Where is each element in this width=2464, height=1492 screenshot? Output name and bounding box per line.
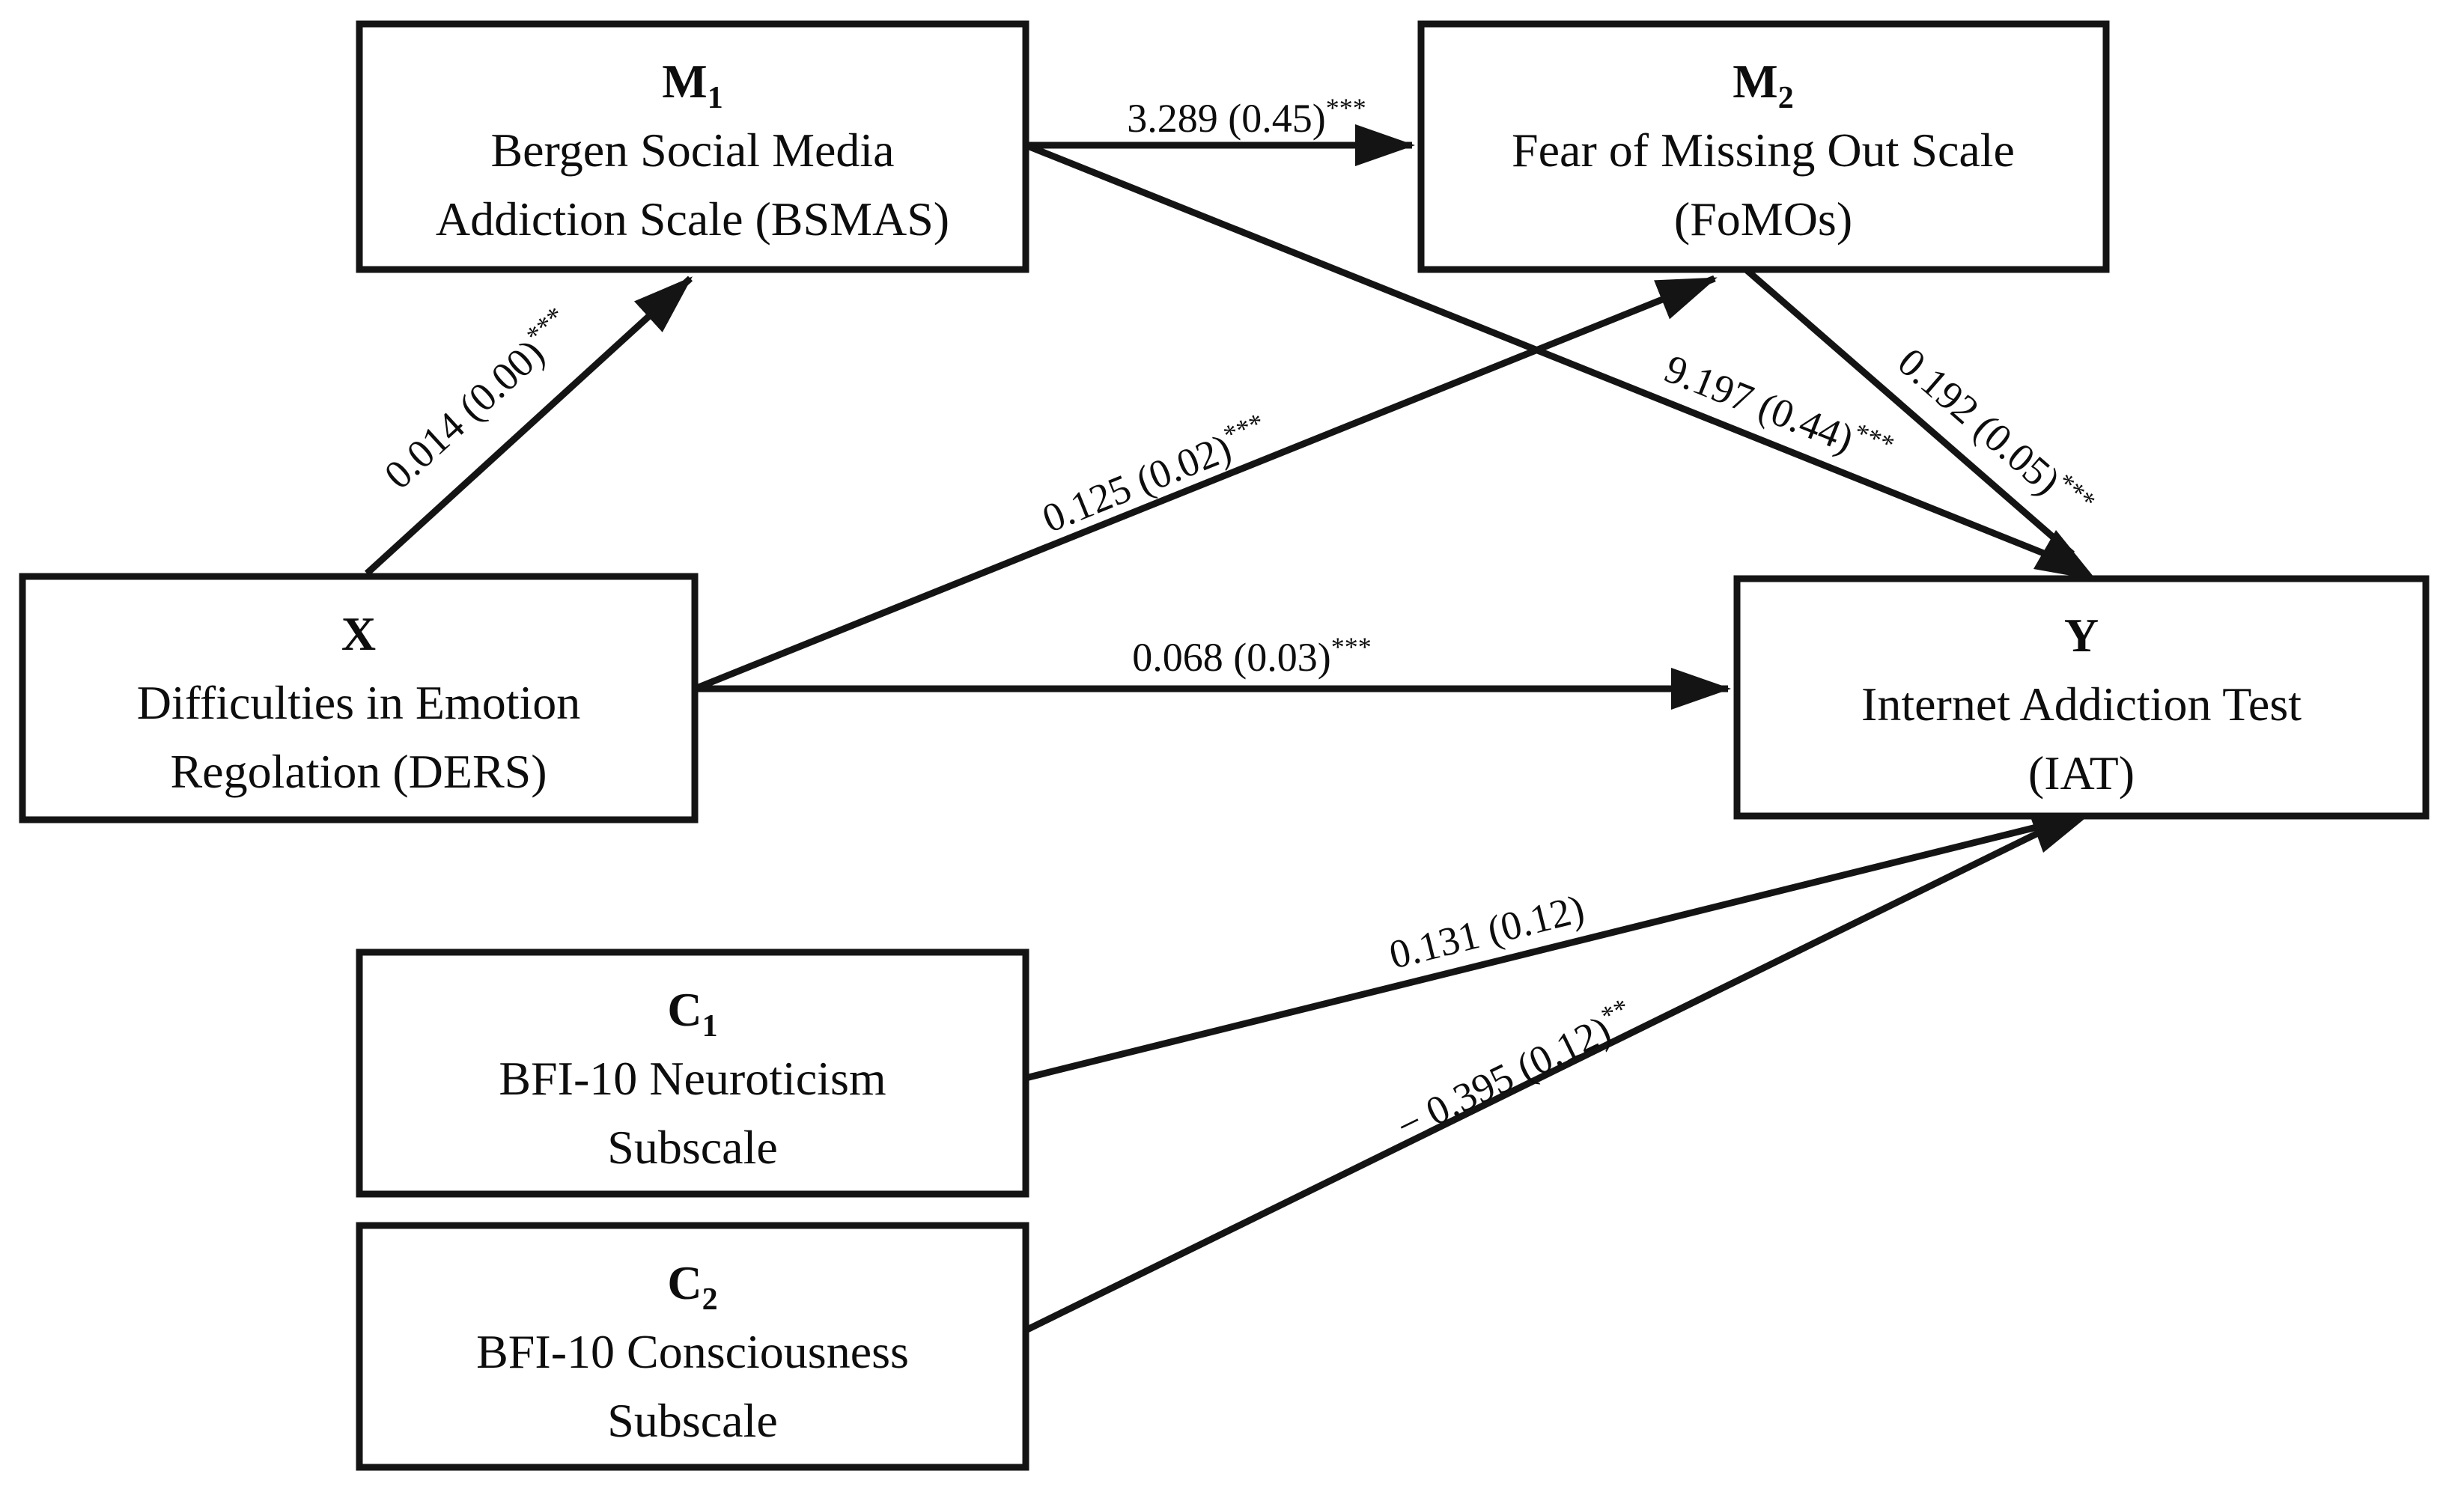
node-m1-name-line2: Addiction Scale (BSMAS) <box>436 192 949 246</box>
node-x-name-line2: Regolation (DERS) <box>170 745 547 798</box>
node-c1-name-line2: Subscale <box>607 1121 778 1174</box>
nodes: M1 Bergen Social Media Addiction Scale (… <box>19 20 2430 1471</box>
node-m1-box <box>356 20 1029 273</box>
node-m1-symbol: M1 <box>662 55 723 115</box>
node-c2-box <box>356 1222 1029 1471</box>
node-m2-box <box>1417 20 2110 273</box>
node-c1-symbol: C1 <box>667 983 717 1044</box>
label-x-to-y: 0.068 (0.03)*** <box>1132 632 1371 680</box>
node-y-name-line2: (IAT) <box>2028 746 2135 800</box>
arrow-c2-to-y <box>1024 824 2050 1334</box>
edges <box>364 124 2096 1334</box>
arrow-m1-to-y <box>1024 141 2069 567</box>
node-c1-box <box>356 949 1029 1198</box>
arrow-x-to-m1 <box>364 275 693 576</box>
node-c1-name-line1: BFI-10 Neuroticism <box>499 1052 886 1105</box>
node-x-ders: X Difficulties in Emotion Regolation (DE… <box>19 573 699 823</box>
node-c2-name-line1: BFI-10 Consciousness <box>476 1325 909 1378</box>
node-x-box <box>19 573 699 823</box>
node-m2-name-line1: Fear of Missing Out Scale <box>1512 124 2015 177</box>
node-c2-name-line2: Subscale <box>607 1394 778 1447</box>
arrowhead-into-y-top <box>2033 530 2096 580</box>
arrow-x-to-m2 <box>693 275 1718 692</box>
node-m2-fomos: M2 Fear of Missing Out Scale (FoMOs) <box>1417 20 2110 273</box>
arrow-m2-to-y <box>1744 267 2075 557</box>
node-c1-neuroticism: C1 BFI-10 Neuroticism Subscale <box>356 949 1029 1198</box>
node-y-name-line1: Internet Addiction Test <box>1861 678 2302 731</box>
node-y-symbol: Y <box>2064 609 2099 662</box>
node-m2-symbol: M2 <box>1733 55 1793 115</box>
arrowhead-into-y-bottom <box>2028 811 2093 853</box>
node-y-iat: Y Internet Addiction Test (IAT) <box>1733 575 2430 820</box>
label-m1-to-m2: 3.289 (0.45)*** <box>1127 93 1366 141</box>
node-y-box <box>1733 575 2430 820</box>
label-x-to-m2: 0.125 (0.02)*** <box>1035 407 1274 541</box>
node-m1-name-line1: Bergen Social Media <box>490 124 894 177</box>
node-x-name-line1: Difficulties in Emotion <box>137 676 581 729</box>
node-c2-consciousness: C2 BFI-10 Consciousness Subscale <box>356 1222 1029 1471</box>
node-m1-bsmas: M1 Bergen Social Media Addiction Scale (… <box>356 20 1029 273</box>
node-x-symbol: X <box>341 607 376 660</box>
label-c2-to-y: − 0.395 (0.12)** <box>1388 993 1642 1149</box>
node-m2-name-line2: (FoMOs) <box>1674 192 1852 246</box>
node-c2-symbol: C2 <box>667 1256 717 1317</box>
arrow-c1-to-y <box>1024 820 2053 1082</box>
